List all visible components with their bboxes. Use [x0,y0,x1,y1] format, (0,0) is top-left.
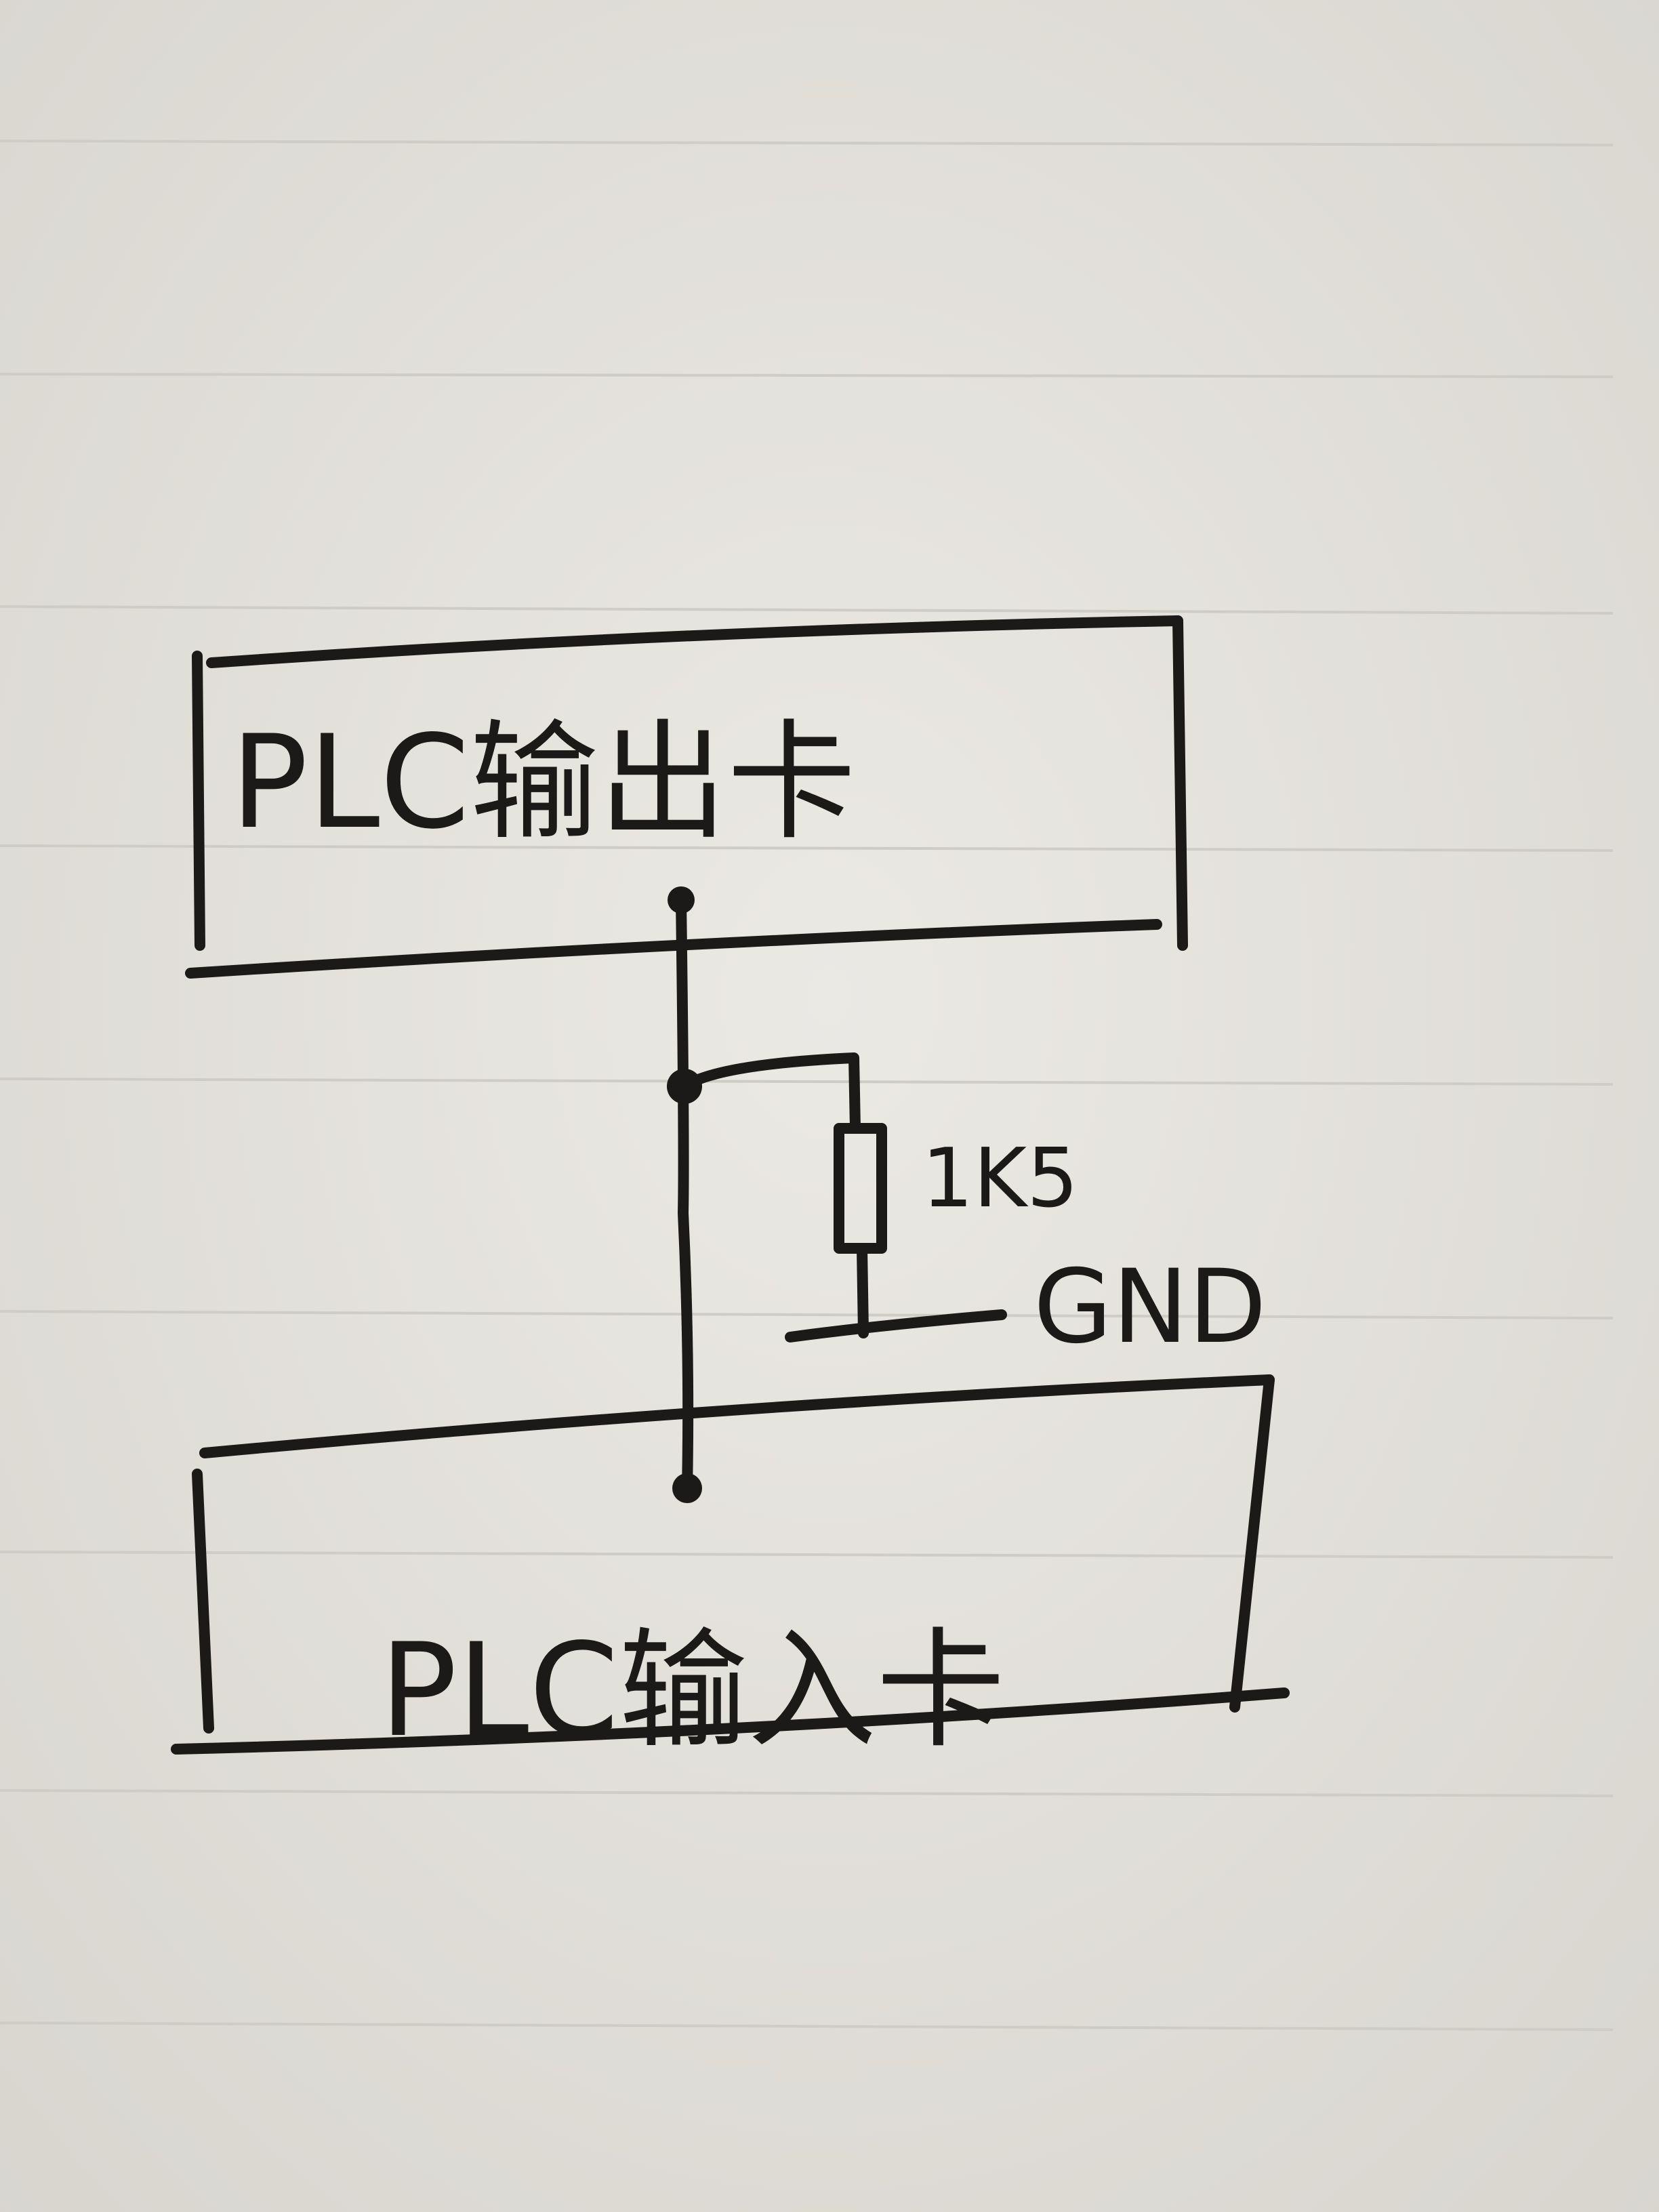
output-terminal-node [668,886,695,914]
input-card-box [171,1374,1290,1755]
resistor [679,1052,887,1338]
ground-wire [785,1309,1007,1343]
output-card-box [185,615,1188,979]
output-card-label: PLC输出卡 [230,708,856,857]
ruled-lines [0,140,1614,2031]
input-card-label: PLC输入卡 [380,1616,1005,1765]
resistor-label: 1K5 [922,1132,1078,1226]
input-terminal-node [672,1473,702,1503]
ground-label: GND [1033,1248,1267,1366]
